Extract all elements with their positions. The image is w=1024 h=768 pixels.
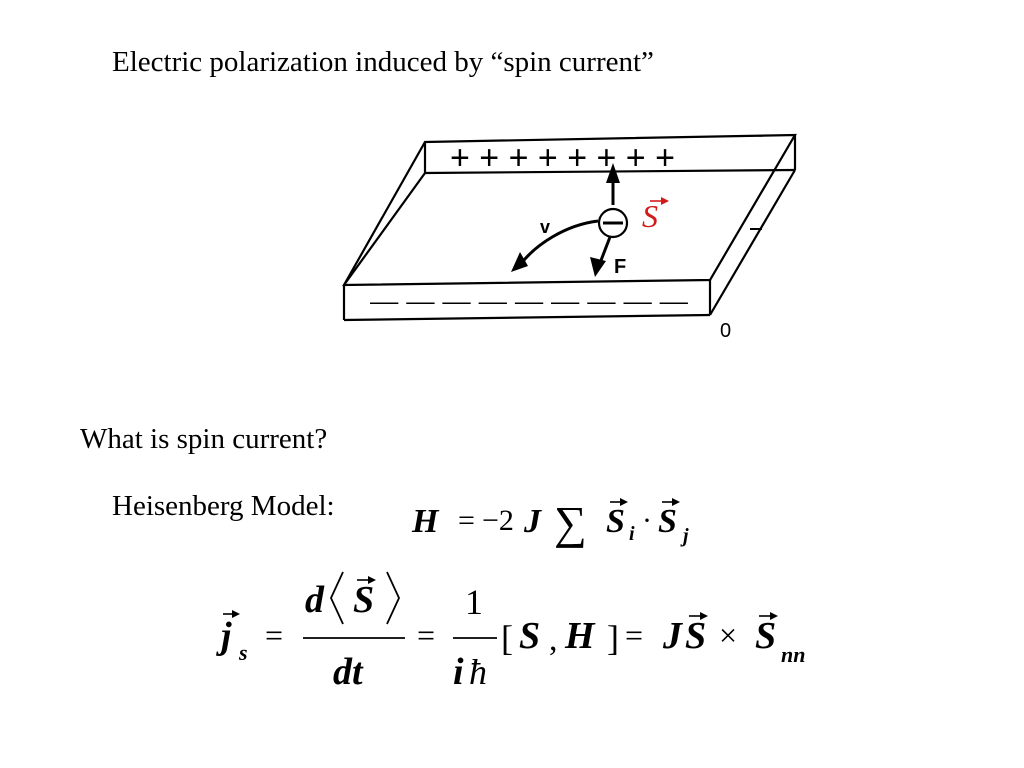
eq2-hbar: ħ bbox=[469, 652, 487, 692]
eq-sub-i: i bbox=[629, 523, 635, 545]
heisenberg-label: Heisenberg Model: bbox=[112, 490, 335, 522]
eq-sub-j: j bbox=[680, 525, 689, 547]
electron-icon bbox=[597, 207, 629, 239]
spin-arrow bbox=[606, 163, 620, 205]
eq-dot: · bbox=[642, 504, 652, 537]
eq2-rbracket: ] bbox=[607, 618, 619, 658]
spin-label-text: S bbox=[642, 198, 658, 234]
eq2-times: × bbox=[719, 617, 737, 653]
eq2-equals-1: = bbox=[265, 617, 283, 653]
velocity-label: v bbox=[540, 217, 550, 237]
eq2-comma: , bbox=[549, 621, 558, 658]
spin-current-equation: j s = d S dt = 1 i ħ [ S , H ] = J S × S bbox=[215, 560, 825, 705]
eq2-j: j bbox=[216, 615, 232, 657]
eq2-sub-s: s bbox=[238, 640, 248, 665]
spin-current-equation-svg: j s = d S dt = 1 i ħ [ S , H ] = J S × S bbox=[216, 571, 805, 693]
slab-outline bbox=[342, 133, 797, 322]
eq-Si: S bbox=[606, 503, 625, 540]
heisenberg-equation: H = −2 J ∑ S i · S j bbox=[408, 492, 718, 557]
eq2-S-avg: S bbox=[353, 579, 374, 621]
minus-charges: — — — — — — — — — bbox=[370, 289, 688, 314]
force-label: F bbox=[614, 256, 626, 278]
eq2-equals-3: = bbox=[625, 617, 643, 653]
eq2-sub-nn: nn bbox=[781, 642, 805, 667]
slab-diagram: + + + + + + + + — — — — — — — — — v F S … bbox=[342, 133, 797, 342]
eq-sum: ∑ bbox=[554, 497, 587, 548]
eq-equals: = bbox=[458, 504, 475, 537]
plus-charges: + + + + + + + + bbox=[450, 139, 675, 177]
eq2-one: 1 bbox=[465, 582, 483, 622]
eq2-dt: dt bbox=[333, 651, 364, 693]
eq2-S-comm: S bbox=[519, 615, 540, 657]
eq-Sj: S bbox=[658, 503, 677, 540]
eq-H: H bbox=[411, 503, 440, 540]
eq2-H: H bbox=[564, 615, 596, 657]
question-text: What is spin current? bbox=[80, 423, 328, 455]
axis-zero-label: 0 bbox=[720, 320, 731, 342]
eq2-S-2: S bbox=[755, 615, 776, 657]
heisenberg-equation-svg: H = −2 J ∑ S i · S j bbox=[411, 497, 689, 548]
spin-label: S bbox=[642, 197, 669, 234]
eq2-S-1: S bbox=[685, 615, 706, 657]
eq2-equals-2: = bbox=[417, 617, 435, 653]
eq-coef: −2 bbox=[482, 504, 514, 537]
eq-J: J bbox=[523, 503, 542, 540]
spin-current-figure: + + + + + + + + — — — — — — — — — v F S … bbox=[330, 125, 800, 355]
velocity-arrow bbox=[511, 219, 599, 272]
eq2-J: J bbox=[662, 615, 683, 657]
eq2-i: i bbox=[453, 651, 464, 693]
force-arrow bbox=[590, 236, 612, 277]
eq2-d: d bbox=[305, 579, 325, 621]
slide-title: Electric polarization induced by “spin c… bbox=[112, 46, 654, 78]
eq2-lbracket: [ bbox=[501, 618, 513, 658]
